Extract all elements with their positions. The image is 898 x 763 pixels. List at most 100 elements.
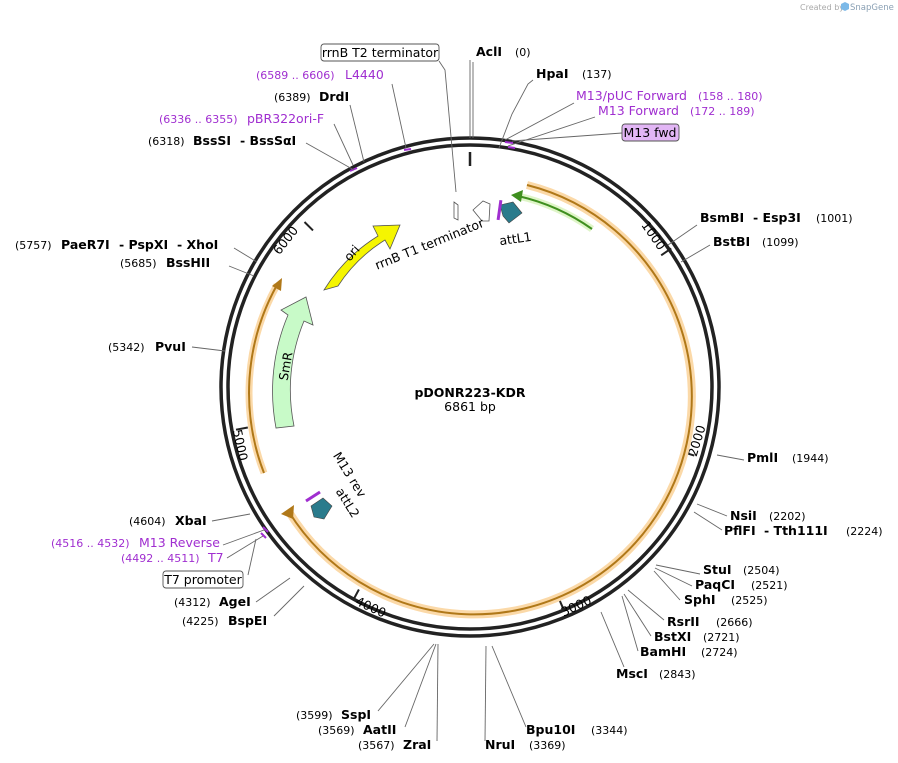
site-hpai-pos: (137) [582,68,612,81]
rrnb-t2-label: rrnB T2 terminator [322,45,439,60]
site-bsssi-extra[interactable]: - BssSαI [240,133,296,148]
site-aatii-pos: (3569) [318,724,355,737]
site-bsssi-pos: (6318) [148,135,185,148]
brand-text: SnapGene [850,3,894,13]
site-hpai-name[interactable]: HpaI [536,66,569,81]
attl1-arrow [499,201,523,224]
t7-promoter-box [162,570,244,589]
orf-large-arc [288,184,693,616]
attl1-marker [496,199,503,221]
site-bsssi-name[interactable]: BssSI [193,133,231,148]
site-agei-name[interactable]: AgeI [219,594,251,609]
primer-l4440-pos: (6589 .. 6606) [256,69,335,82]
primer-l4440-name[interactable]: L4440 [345,67,384,82]
site-paer7i-name[interactable]: PaeR7I [61,237,110,252]
site-pmli-name[interactable]: PmlI [747,450,778,465]
ori-label: ori [341,242,363,264]
site-pflfi-name[interactable]: PflFI [724,523,756,538]
primer-pbr322-name[interactable]: pBR322ori-F [247,111,324,126]
primer-m13rev-name[interactable]: M13 Reverse [139,535,220,550]
site-bstxi-name[interactable]: BstXI [654,629,691,644]
site-msci-pos: (2843) [659,668,696,681]
rrnb-t2-arrow [453,201,459,221]
site-pflfi-pos: (2224) [846,525,883,538]
tick-label-5000: 5000 [230,428,251,462]
site-bsmbi-extra[interactable]: - Esp3I [753,210,801,225]
site-nsii-pos: (2202) [769,510,806,523]
site-bpu10i-pos: (3344) [591,724,628,737]
site-pvui-name[interactable]: PvuI [155,339,186,354]
site-bspei-name[interactable]: BspEI [228,613,267,628]
attl1-label: attL1 [498,229,532,248]
site-agei-pos: (4312) [174,596,211,609]
site-bstxi-pos: (2721) [703,631,740,644]
site-aatii-name[interactable]: AatII [363,722,396,737]
primer-t7-name[interactable]: T7 [207,550,224,565]
primer-m13fwd-pos: (172 .. 189) [690,105,755,118]
credit-text: Created by [800,3,844,12]
site-rsrii-name[interactable]: RsrII [667,614,700,629]
site-acli-name[interactable]: AclI [476,44,502,59]
site-sphi-name[interactable]: SphI [684,592,716,607]
snapgene-logo-icon [841,2,849,11]
tick-label-6000: 6000 [270,223,301,257]
site-paqci-pos: (2521) [751,579,788,592]
smr-label: SmR [276,350,296,381]
primer-m13puc-pos: (158 .. 180) [698,90,763,103]
site-acli-pos: (0) [515,46,531,59]
site-stui-pos: (2504) [743,564,780,577]
site-bpu10i-name[interactable]: Bpu10I [526,722,575,737]
plasmid-name: pDONR223-KDR [414,385,525,400]
tick-label-1000: 1000 [638,218,669,253]
site-nrui-name[interactable]: NruI [485,737,515,752]
site-nsii-name[interactable]: NsiI [730,508,757,523]
site-paer7i-extra1[interactable]: - PspXI [119,237,168,252]
site-paer7i-extra2[interactable]: - XhoI [177,237,218,252]
site-rsrii-pos: (2666) [716,616,753,629]
site-sspi-pos: (3599) [296,709,333,722]
green-feature-arrowhead [511,190,523,202]
site-pmli-pos: (1944) [792,452,829,465]
rrnb-t2-box [320,43,440,62]
site-bsmbi-name[interactable]: BsmBI [700,210,744,225]
site-pvui-pos: (5342) [108,341,145,354]
site-bsshii-name[interactable]: BssHII [166,255,210,270]
primer-markers [260,141,516,539]
orf-left-arrowhead [272,278,282,291]
site-stui-name[interactable]: StuI [703,562,732,577]
site-xbai-name[interactable]: XbaI [175,513,207,528]
attl2-arrow [310,497,333,520]
site-bsshii-pos: (5685) [120,257,157,270]
site-drdi-name[interactable]: DrdI [319,89,349,104]
m13-fwd-box[interactable] [621,123,680,142]
site-bsmbi-pos: (1001) [816,212,853,225]
m13rev-inner-marker [305,490,321,503]
leader-lines [191,60,745,742]
site-sspi-name[interactable]: SspI [341,707,371,722]
primer-m13puc-name[interactable]: M13/pUC Forward [576,88,687,103]
site-bstbi-name[interactable]: BstBI [713,234,750,249]
smr-arrow [272,296,314,429]
t7-promoter-label: T7 promoter [163,572,242,587]
site-bamhi-name[interactable]: BamHI [640,644,686,659]
site-paqci-name[interactable]: PaqCI [695,577,735,592]
site-msci-name[interactable]: MscI [616,666,648,681]
primer-pbr322-pos: (6336 .. 6355) [159,113,238,126]
site-pflfi-extra[interactable]: - Tth111I [764,523,828,538]
site-xbai-pos: (4604) [129,515,166,528]
site-bstbi-pos: (1099) [762,236,799,249]
orf-left-arc [248,284,278,474]
primer-m13fwd-name[interactable]: M13 Forward [598,103,679,118]
site-zrai-pos: (3567) [358,739,395,752]
orf-large-arrowhead [281,505,294,519]
primer-t7-pos: (4492 .. 4511) [121,552,200,565]
backbone-inner [226,143,714,631]
site-bamhi-pos: (2724) [701,646,738,659]
site-zrai-name[interactable]: ZraI [403,737,431,752]
site-bspei-pos: (4225) [182,615,219,628]
site-nrui-pos: (3369) [529,739,566,752]
ori-arrow [323,224,401,291]
site-drdi-pos: (6389) [274,91,311,104]
green-feature-arc-halo [517,192,595,232]
